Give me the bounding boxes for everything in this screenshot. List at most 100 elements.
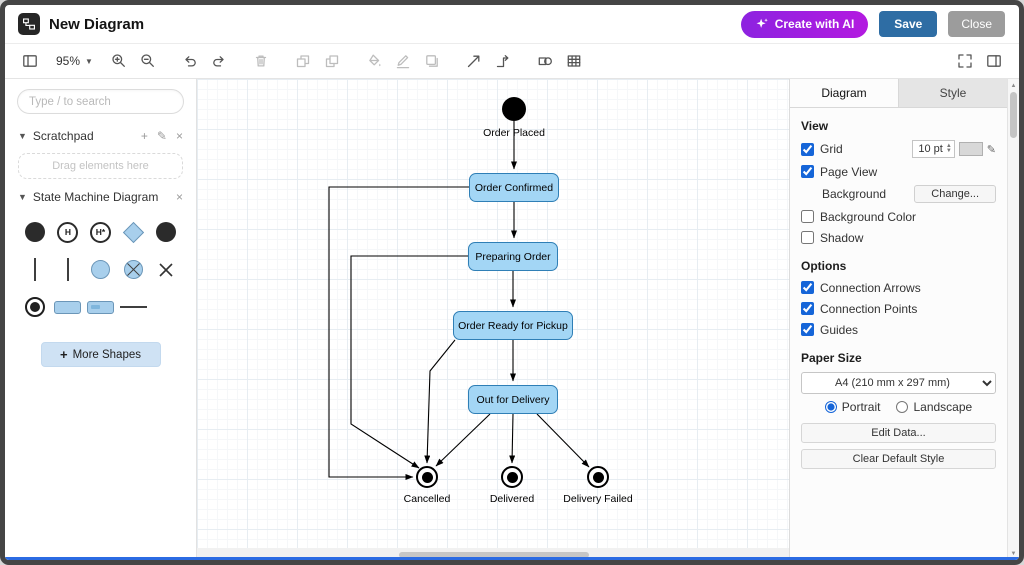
format-panel-toggle-icon[interactable] — [981, 49, 1007, 73]
horizontal-scrollbar[interactable] — [197, 550, 789, 560]
connection-arrows-label: Connection Arrows — [820, 280, 921, 295]
plus-icon: + — [60, 347, 68, 362]
shadow-checkbox[interactable] — [801, 231, 814, 244]
spinner-down-icon[interactable]: ▼ — [945, 148, 952, 154]
clear-default-style-button[interactable]: Clear Default Style — [801, 449, 996, 469]
vertical-scrollbar-thumb[interactable] — [1010, 92, 1017, 138]
scratchpad-header[interactable]: ▼ Scratchpad + ✎ × — [5, 118, 196, 148]
zoom-out-icon[interactable] — [135, 49, 161, 73]
horizontal-scrollbar-thumb[interactable] — [399, 552, 589, 558]
grid-size-input[interactable]: 10 pt ▲▼ — [912, 140, 955, 158]
sparkle-icon — [756, 18, 768, 28]
landscape-option[interactable]: Landscape — [896, 400, 972, 414]
page-view-checkbox[interactable] — [801, 165, 814, 178]
shape-line[interactable] — [119, 296, 147, 318]
close-icon[interactable]: × — [175, 190, 183, 204]
connection-arrow-icon[interactable] — [461, 49, 487, 73]
diagram-page[interactable]: Order Placed Order Confirmed Preparing O… — [197, 79, 789, 548]
node-order-placed[interactable] — [502, 97, 526, 121]
shape-fork-bar[interactable] — [34, 258, 37, 281]
shape-deep-history[interactable]: H* — [89, 221, 111, 243]
connection-arrows-row: Connection Arrows — [790, 277, 1007, 298]
zoom-value: 95% — [56, 54, 81, 68]
shape-cross[interactable] — [157, 259, 175, 281]
redo-icon[interactable] — [206, 49, 232, 73]
node-label-order-placed: Order Placed — [483, 127, 545, 139]
shape-terminate[interactable] — [123, 259, 144, 281]
insert-table-icon[interactable] — [561, 49, 587, 73]
grid-checkbox[interactable] — [801, 142, 814, 156]
more-shapes-button[interactable]: + More Shapes — [40, 342, 161, 367]
shape-section-header[interactable]: ▼ State Machine Diagram × — [5, 179, 196, 209]
change-background-button[interactable]: Change... — [914, 185, 996, 203]
grid-color-swatch[interactable] — [958, 142, 983, 156]
to-front-icon[interactable] — [290, 49, 316, 73]
format-tabs: Diagram Style — [790, 79, 1007, 108]
diagram-canvas[interactable]: Order Placed Order Confirmed Preparing O… — [197, 79, 789, 560]
guides-row: Guides — [790, 319, 1007, 340]
line-color-icon[interactable] — [390, 49, 416, 73]
landscape-radio[interactable] — [896, 401, 909, 413]
node-delivered[interactable] — [501, 466, 523, 488]
node-preparing-order[interactable]: Preparing Order — [468, 242, 558, 271]
shape-join-bar[interactable] — [66, 258, 69, 281]
shape-section-title: State Machine Diagram — [32, 190, 159, 204]
node-order-confirmed[interactable]: Order Confirmed — [469, 173, 559, 202]
edit-icon[interactable]: ✎ — [156, 129, 167, 143]
shape-state-circle[interactable] — [90, 259, 110, 281]
to-back-icon[interactable] — [319, 49, 345, 73]
undo-icon[interactable] — [177, 49, 203, 73]
zoom-dropdown[interactable]: 95% ▼ — [50, 52, 99, 70]
scroll-up-icon[interactable]: ▲ — [1010, 82, 1017, 89]
guides-checkbox[interactable] — [801, 323, 814, 336]
close-icon[interactable]: × — [175, 129, 183, 143]
shape-shallow-history[interactable]: H — [57, 221, 79, 243]
portrait-radio[interactable] — [824, 401, 837, 413]
grid-color-edit-icon[interactable]: ✎ — [986, 143, 996, 156]
connection-points-row: Connection Points — [790, 298, 1007, 319]
background-color-checkbox[interactable] — [801, 210, 814, 223]
shadow-icon[interactable] — [419, 49, 445, 73]
edit-data-button[interactable]: Edit Data... — [801, 423, 996, 443]
paper-size-select[interactable]: A4 (210 mm x 297 mm) — [801, 372, 996, 394]
scroll-down-icon[interactable]: ▼ — [1010, 550, 1017, 557]
scratchpad-dropzone[interactable]: Drag elements here — [18, 153, 183, 179]
shape-choice-diamond[interactable] — [122, 221, 144, 243]
node-delivery-failed[interactable] — [587, 466, 609, 488]
fullscreen-icon[interactable] — [952, 49, 978, 73]
close-button[interactable]: Close — [948, 11, 1005, 37]
portrait-option[interactable]: Portrait — [824, 400, 880, 414]
spinner-up-icon[interactable]: ▲ — [945, 143, 952, 149]
add-icon[interactable]: + — [140, 129, 148, 143]
fill-color-icon[interactable] — [361, 49, 387, 73]
tab-diagram[interactable]: Diagram — [790, 79, 899, 107]
shape-composite-state[interactable] — [86, 296, 114, 318]
connection-arrows-checkbox[interactable] — [801, 281, 814, 294]
format-panel: Diagram Style View Grid 10 pt ▲▼ ✎ Page … — [789, 79, 1007, 560]
create-with-ai-label: Create with AI — [774, 17, 855, 31]
insert-shape-icon[interactable] — [532, 49, 558, 73]
panels-toggle-icon[interactable] — [17, 49, 43, 73]
node-label-delivered: Delivered — [489, 493, 535, 505]
waypoint-connector-icon[interactable] — [490, 49, 516, 73]
node-order-ready[interactable]: Order Ready for Pickup — [453, 311, 573, 340]
diagram-edges — [328, 121, 590, 480]
shape-simple-state[interactable] — [54, 296, 82, 318]
save-button[interactable]: Save — [879, 11, 938, 37]
zoom-in-icon[interactable] — [106, 49, 132, 73]
shape-initial-state[interactable] — [25, 221, 46, 243]
create-with-ai-button[interactable]: Create with AI — [740, 10, 869, 38]
window-accent-bar — [5, 557, 1019, 560]
chevron-down-icon: ▼ — [18, 131, 27, 141]
shape-final-state[interactable] — [25, 296, 46, 318]
vertical-scrollbar[interactable]: ▲ ▼ — [1007, 79, 1019, 560]
search-input[interactable] — [17, 89, 184, 114]
shape-state-dot[interactable] — [155, 221, 176, 243]
node-label-cancelled: Cancelled — [403, 493, 451, 505]
tab-style[interactable]: Style — [939, 86, 967, 100]
page-title: New Diagram — [49, 15, 145, 33]
node-cancelled[interactable] — [416, 466, 438, 488]
delete-icon[interactable] — [248, 49, 274, 73]
connection-points-checkbox[interactable] — [801, 302, 814, 315]
node-out-for-delivery[interactable]: Out for Delivery — [468, 385, 558, 414]
